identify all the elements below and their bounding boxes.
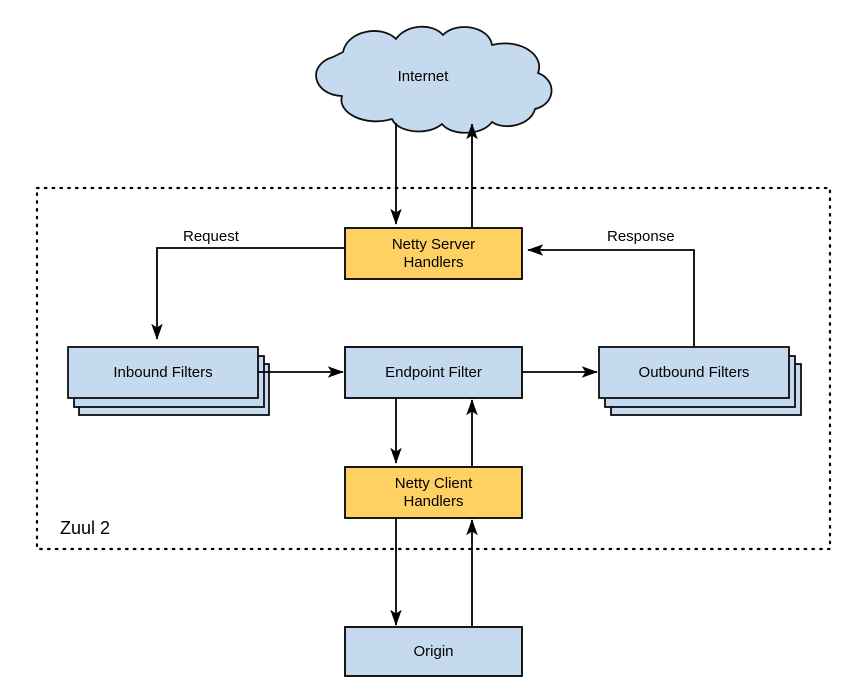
origin-box[interactable] <box>344 626 523 677</box>
endpoint-filter-box[interactable] <box>344 346 523 399</box>
inbound-filters-stack[interactable] <box>67 346 270 416</box>
zuul-boundary-label: Zuul 2 <box>60 518 111 538</box>
internet-cloud-shape <box>315 25 553 134</box>
edge-request-path <box>151 247 345 340</box>
request-edge-label: Request <box>183 228 239 245</box>
outbound-filters-stack[interactable] <box>598 346 802 416</box>
edge-response-path <box>527 244 695 347</box>
netty-client-handlers-box[interactable] <box>344 466 523 519</box>
netty-server-handlers-box[interactable] <box>344 227 523 280</box>
response-edge-label: Response <box>607 228 675 245</box>
